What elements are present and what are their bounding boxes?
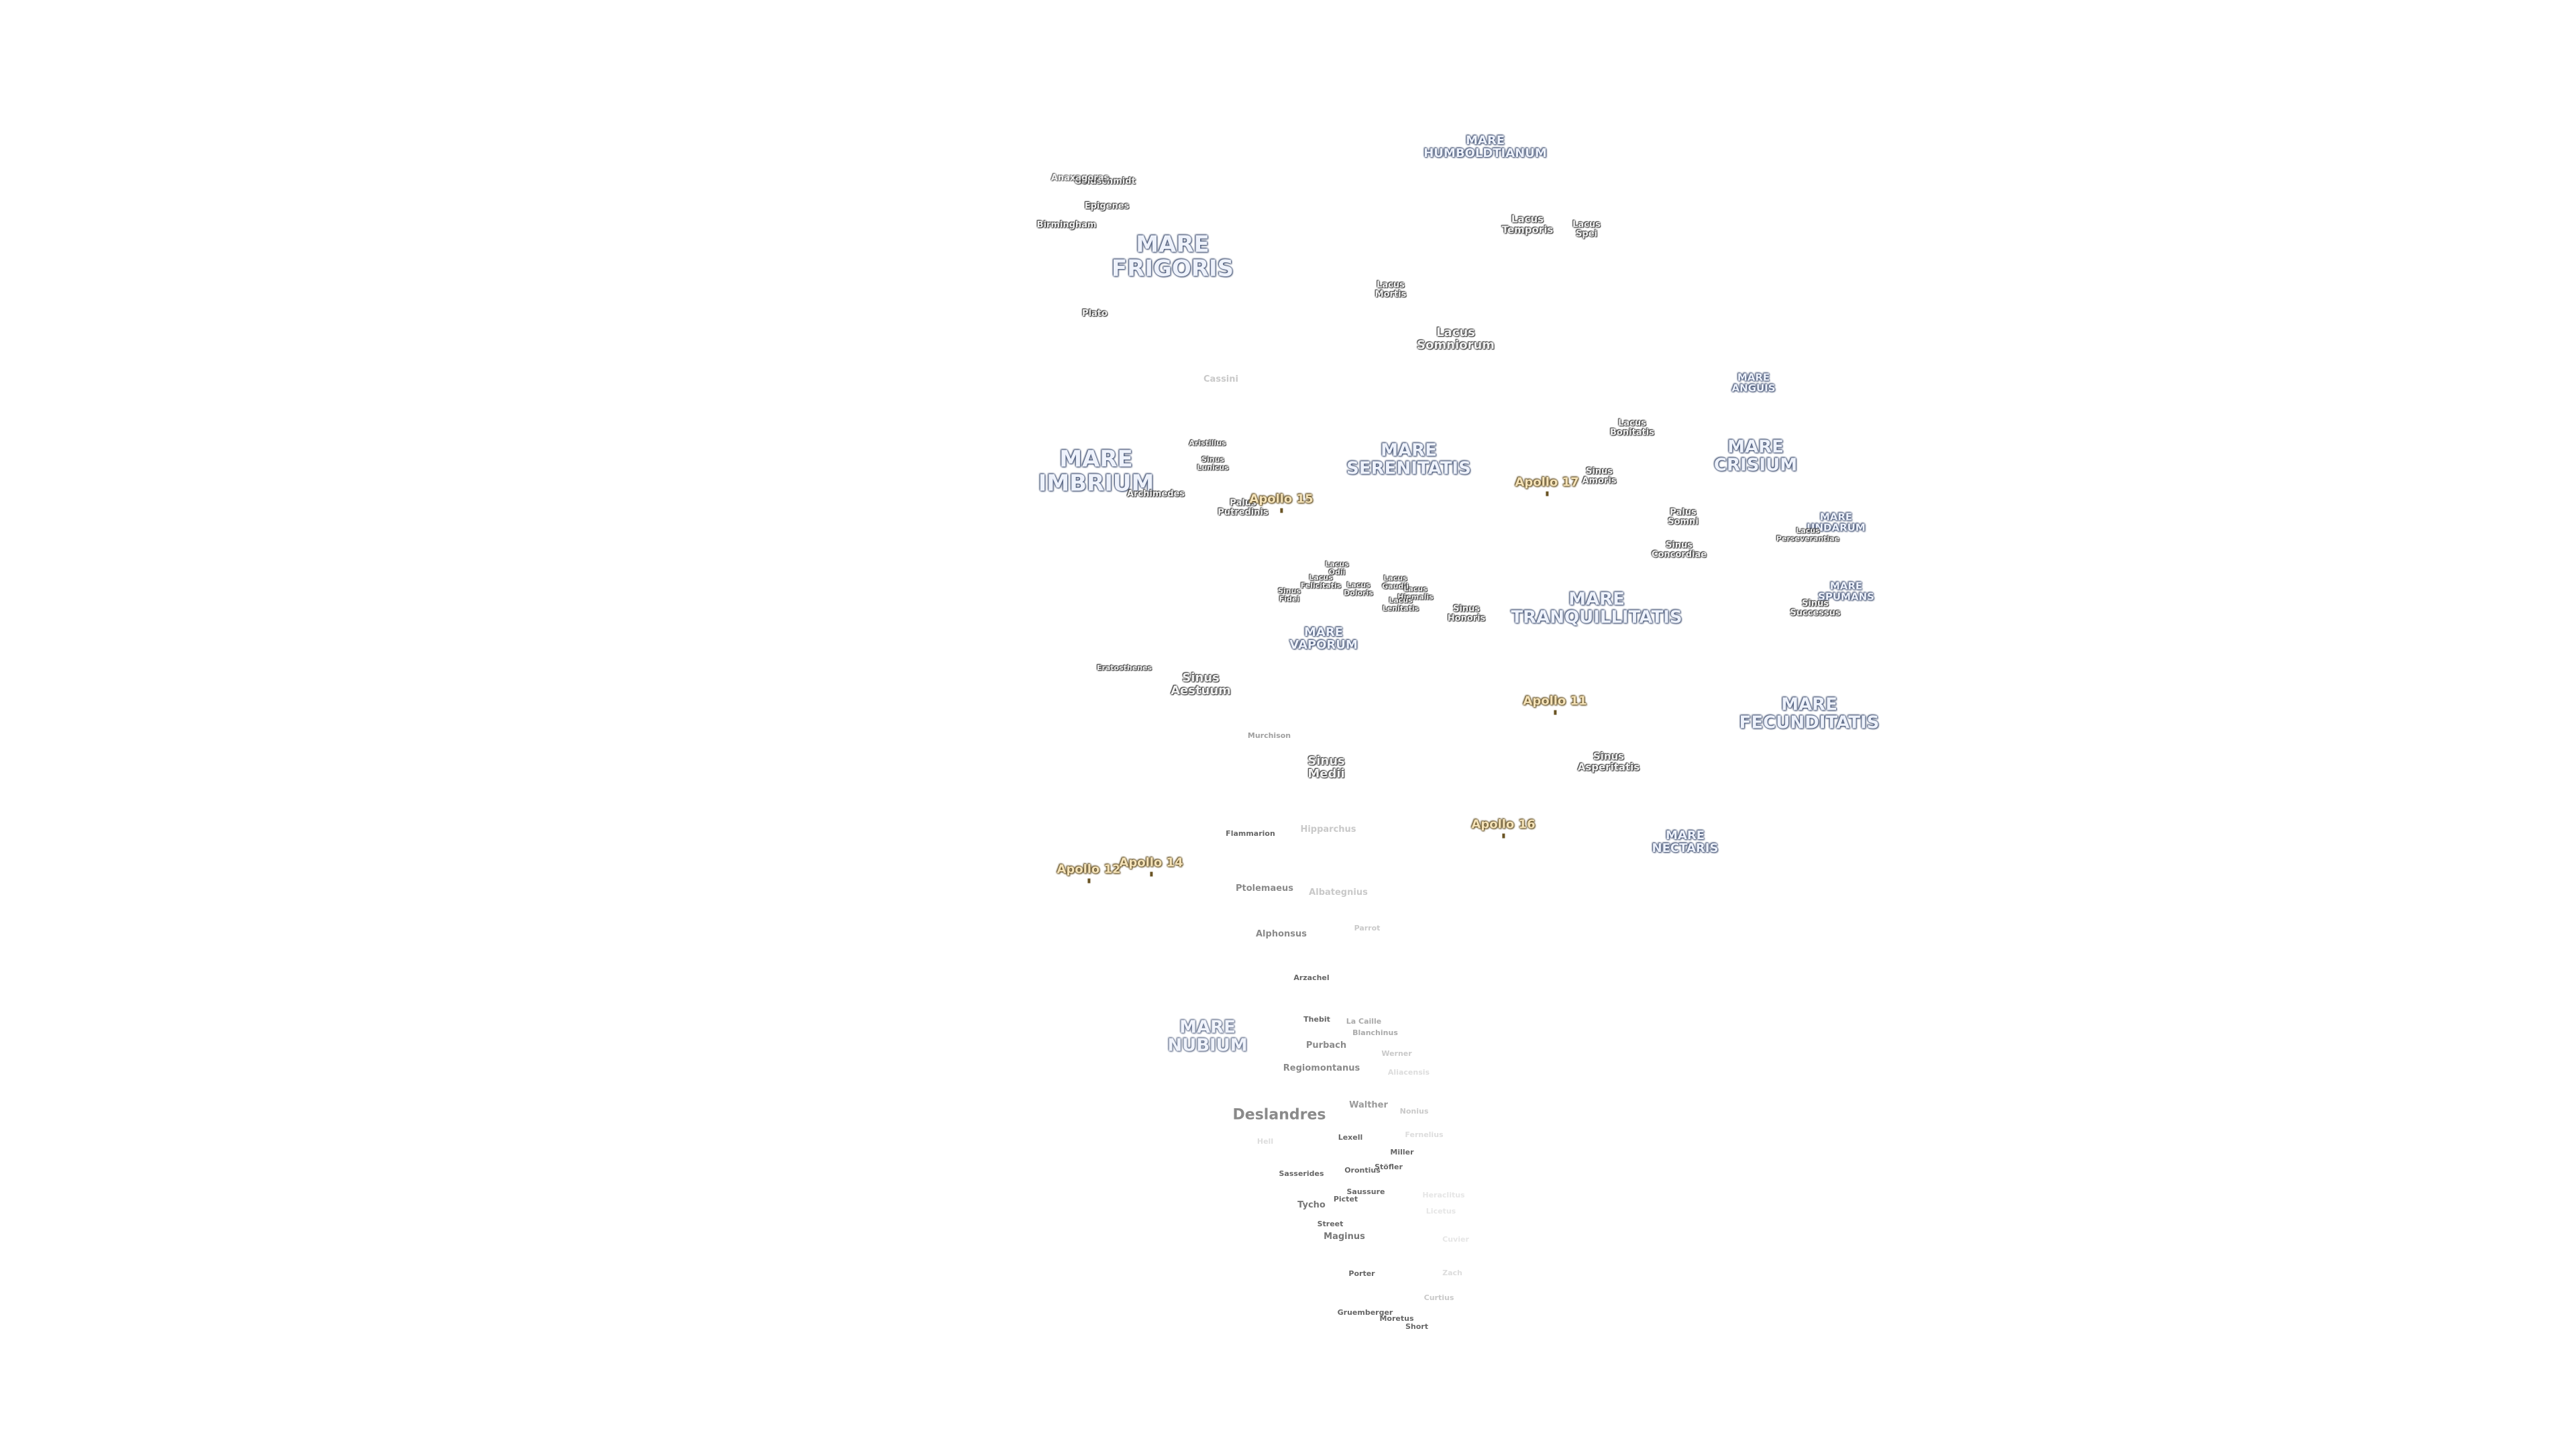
nonius-crater-label: Nonius xyxy=(1399,1107,1429,1116)
mare-vaporum-label: MARE VAPORUM xyxy=(1289,625,1358,652)
anaxagoras-crater-label: Anaxagoras xyxy=(1051,173,1110,184)
street-crater-label: Street xyxy=(1317,1220,1344,1229)
mare-crisium-label: MARE CRISIUM xyxy=(1713,437,1798,476)
purbach-crater-label: Purbach xyxy=(1305,1040,1347,1051)
lacus-bonitatis-label: Lacus Bonitatis xyxy=(1610,418,1654,437)
deslandres-crater-label: Deslandres xyxy=(1232,1106,1326,1124)
mare-nectaris-label: MARE NECTARIS xyxy=(1652,828,1719,855)
apollo-16-marker[interactable]: Apollo 16 xyxy=(1471,818,1536,839)
moretus-crater-label: Moretus xyxy=(1379,1314,1414,1324)
mare-tranquillitatis-label: MARE TRANQUILLITATIS xyxy=(1511,589,1682,628)
lacus-doloris-label: Lacus Doloris xyxy=(1344,580,1373,597)
palus-putredinis-label: Palus Putredinis xyxy=(1218,498,1269,517)
regiomontanus-crater-label: Regiomontanus xyxy=(1283,1063,1360,1074)
orontius-crater-label: Orontius xyxy=(1344,1166,1381,1175)
sinus-medii-label: Sinus Medii xyxy=(1307,754,1345,781)
hell-crater-label: Hell xyxy=(1256,1137,1274,1146)
epigenes-crater-label: Epigenes xyxy=(1084,201,1130,212)
short-crater-label: Short xyxy=(1405,1322,1428,1332)
mare-imbrium-label: MARE IMBRIUM xyxy=(1038,445,1155,496)
heraclitus-crater-label: Heraclitus xyxy=(1422,1191,1465,1200)
mare-spumans-label: MARE SPUMANS xyxy=(1818,580,1874,602)
mare-nubium-label: MARE NUBIUM xyxy=(1167,1017,1248,1056)
birmingham-crater-label: Birmingham xyxy=(1036,220,1097,231)
albategnius-crater-label: Albategnius xyxy=(1309,888,1368,898)
flammarion-crater-label: Flammarion xyxy=(1226,829,1275,839)
sinus-aestuum-label: Sinus Aestuum xyxy=(1171,671,1231,698)
saussure-crater-label: Saussure xyxy=(1346,1187,1385,1197)
parrot-crater-label: Parrot xyxy=(1354,924,1381,933)
lacus-perseverantiae-label: Lacus Perseverantiae xyxy=(1776,526,1840,543)
mare-anguis-label: MARE ANGUIS xyxy=(1731,371,1776,394)
werner-crater-label: Werner xyxy=(1381,1049,1412,1059)
apollo-14-marker[interactable]: Apollo 14 xyxy=(1119,857,1183,877)
eratosthenes-crater-label: Eratosthenes xyxy=(1096,663,1152,673)
cuvier-crater-label: Cuvier xyxy=(1442,1235,1469,1244)
lexell-crater-label: Lexell xyxy=(1338,1133,1363,1142)
aliacensis-crater-label: Aliacensis xyxy=(1387,1068,1430,1077)
maginus-crater-label: Maginus xyxy=(1324,1232,1365,1242)
mare-frigoris-label: MARE FRIGORIS xyxy=(1111,231,1234,282)
blanchinus-crater-label: Blanchinus xyxy=(1352,1028,1398,1038)
lacus-mortis-label: Lacus Mortis xyxy=(1375,280,1407,299)
apollo-12-marker[interactable]: Apollo 12 xyxy=(1057,863,1121,883)
mare-fecunditatis-label: MARE FECUNDITATIS xyxy=(1739,694,1880,733)
sinus-honoris-label: Sinus Honoris xyxy=(1447,604,1486,623)
alphonsus-crater-label: Alphonsus xyxy=(1256,929,1307,940)
thebit-crater-label: Thebit xyxy=(1303,1015,1330,1024)
curtius-crater-label: Curtius xyxy=(1424,1293,1454,1303)
stofler-crater-label: Stöfler xyxy=(1375,1163,1403,1172)
lacus-lenitatis-label: Lacus Lenitatis xyxy=(1382,596,1419,612)
lacus-temporis-label: Lacus Temporis xyxy=(1501,213,1554,235)
lacus-hiemalis-label: Lacus Hiemalis xyxy=(1397,584,1434,601)
ptolemaeus-crater-label: Ptolemaeus xyxy=(1235,883,1294,894)
licetus-crater-label: Licetus xyxy=(1426,1207,1456,1216)
palus-somni-label: Palus Somni xyxy=(1668,507,1699,527)
goldschmidt-crater-label: Goldschmidt xyxy=(1074,176,1136,187)
zach-crater-label: Zach xyxy=(1442,1269,1462,1278)
murchison-crater-label: Murchison xyxy=(1247,731,1291,741)
fernelius-crater-label: Fernelius xyxy=(1405,1130,1444,1140)
plato-crater-label: Plato xyxy=(1082,309,1108,319)
miller-crater-label: Miller xyxy=(1390,1148,1414,1157)
apollo-17-marker[interactable]: Apollo 17 xyxy=(1515,476,1579,496)
sasserides-crater-label: Sasserides xyxy=(1279,1169,1324,1179)
lacus-spei-label: Lacus Spei xyxy=(1572,219,1601,239)
sinus-asperitatis-label: Sinus Asperitatis xyxy=(1577,750,1640,773)
archimedes-crater-label: Archimedes xyxy=(1126,489,1185,500)
lacus-gaudii-label: Lacus Gaudii xyxy=(1382,574,1409,590)
sinus-successus-label: Sinus Successus xyxy=(1790,598,1841,618)
lacus-felicitatis-label: Lacus Felicitatis xyxy=(1300,573,1342,590)
hipparchus-crater-label: Hipparchus xyxy=(1300,824,1356,835)
sinus-fidei-label: Sinus Fidei xyxy=(1278,586,1301,603)
sinus-concordiae-label: Sinus Concordiae xyxy=(1651,540,1707,559)
arzachel-crater-label: Arzachel xyxy=(1293,973,1330,983)
walther-crater-label: Walther xyxy=(1349,1100,1388,1111)
apollo-15-marker[interactable]: Apollo 15 xyxy=(1249,493,1313,513)
mare-serenitatis-label: MARE SERENITATIS xyxy=(1346,440,1471,479)
mare-undarum-label: MARE UNDARUM xyxy=(1807,511,1866,533)
apollo-11-marker[interactable]: Apollo 11 xyxy=(1523,695,1587,715)
mare-humboldtianum-label: MARE HUMBOLDTIANUM xyxy=(1424,133,1547,160)
porter-crater-label: Porter xyxy=(1348,1269,1375,1279)
lacus-odii-label: Lacus Odii xyxy=(1325,559,1349,576)
pictet-crater-label: Pictet xyxy=(1333,1195,1358,1204)
tycho-crater-label: Tycho xyxy=(1297,1200,1326,1211)
sinus-lunicus-label: Sinus Lunicus xyxy=(1197,455,1229,472)
cassini-crater-label: Cassini xyxy=(1203,374,1238,385)
la-caille-crater-label: La Caille xyxy=(1346,1017,1382,1026)
lacus-somniorum-label: Lacus Somniorum xyxy=(1417,325,1495,352)
sinus-amoris-label: Sinus Amoris xyxy=(1582,466,1617,486)
gruemberger-crater-label: Gruemberger xyxy=(1337,1308,1393,1318)
aristillus-crater-label: Aristillus xyxy=(1189,439,1226,448)
